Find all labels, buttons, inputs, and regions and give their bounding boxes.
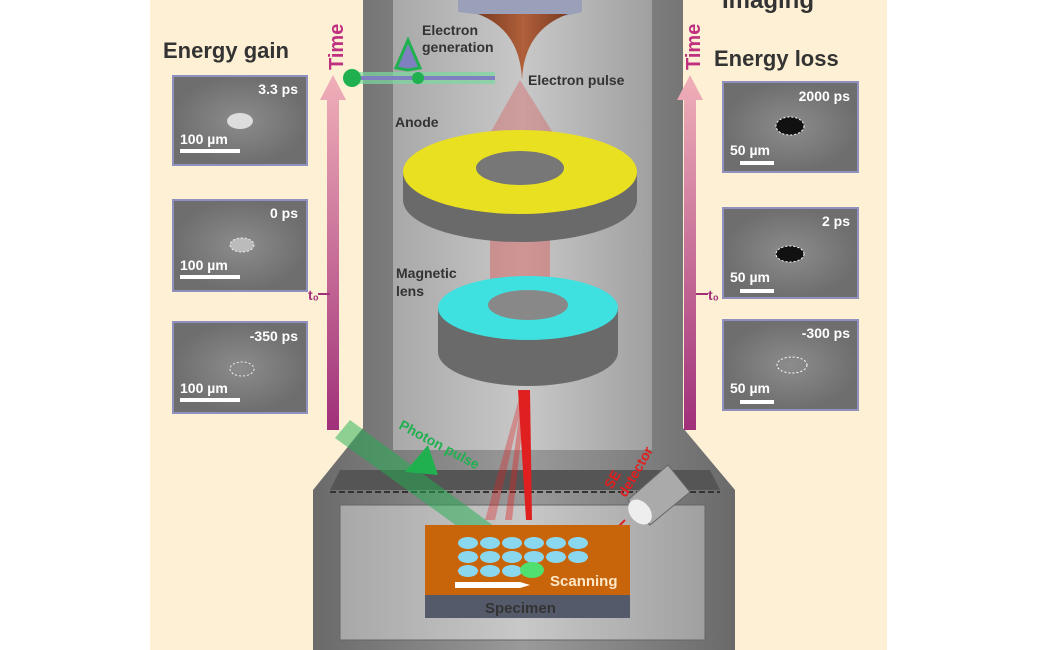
anode [403,130,637,242]
emitter-tip [478,14,568,80]
title-imaging: Imaging [722,0,814,14]
heading-energy-loss: Energy loss [714,46,839,71]
svg-text:100 µm: 100 µm [180,257,228,273]
right-frame-2: 2 ps 50 µm [722,207,859,299]
left-frame-2: 0 ps 100 µm [172,199,308,292]
svg-text:100 µm: 100 µm [180,131,228,147]
svg-text:50 µm: 50 µm [730,269,770,285]
specimen [425,525,630,618]
svg-text:2000 ps: 2000 ps [799,88,851,104]
left-t0-label: t₀ [308,287,319,303]
label-specimen: Specimen [485,600,556,617]
heading-energy-gain: Energy gain [163,38,289,63]
label-anode: Anode [395,114,439,130]
svg-text:3.3 ps: 3.3 ps [258,81,298,97]
svg-text:-350 ps: -350 ps [250,328,298,344]
svg-text:2 ps: 2 ps [822,213,850,229]
right-time-arrow [677,75,703,430]
svg-text:0 ps: 0 ps [270,205,298,221]
label-electron-pulse: Electron pulse [528,72,625,88]
left-frame-3: -350 ps 100 µm [172,321,308,414]
svg-text:50 µm: 50 µm [730,380,770,396]
scan-arrow-icon [455,582,530,588]
svg-text:100 µm: 100 µm [180,380,228,396]
left-frame-1: 3.3 ps 100 µm [172,75,308,166]
left-time-arrow [320,75,346,430]
svg-text:-300 ps: -300 ps [802,325,850,341]
label-scanning: Scanning [550,573,618,590]
magnetic-lens [438,276,618,386]
svg-text:50 µm: 50 µm [730,142,770,158]
right-t0-label: t₀ [708,287,719,303]
right-time-label: Time [683,24,705,70]
specimen-dots [458,537,588,577]
left-time-label: Time [326,24,348,70]
right-frame-3: -300 ps 50 µm [722,319,859,411]
right-frame-1: 2000 ps 50 µm [722,81,859,173]
pulse-triangle-icon [393,36,423,72]
generation-laser [343,36,495,87]
